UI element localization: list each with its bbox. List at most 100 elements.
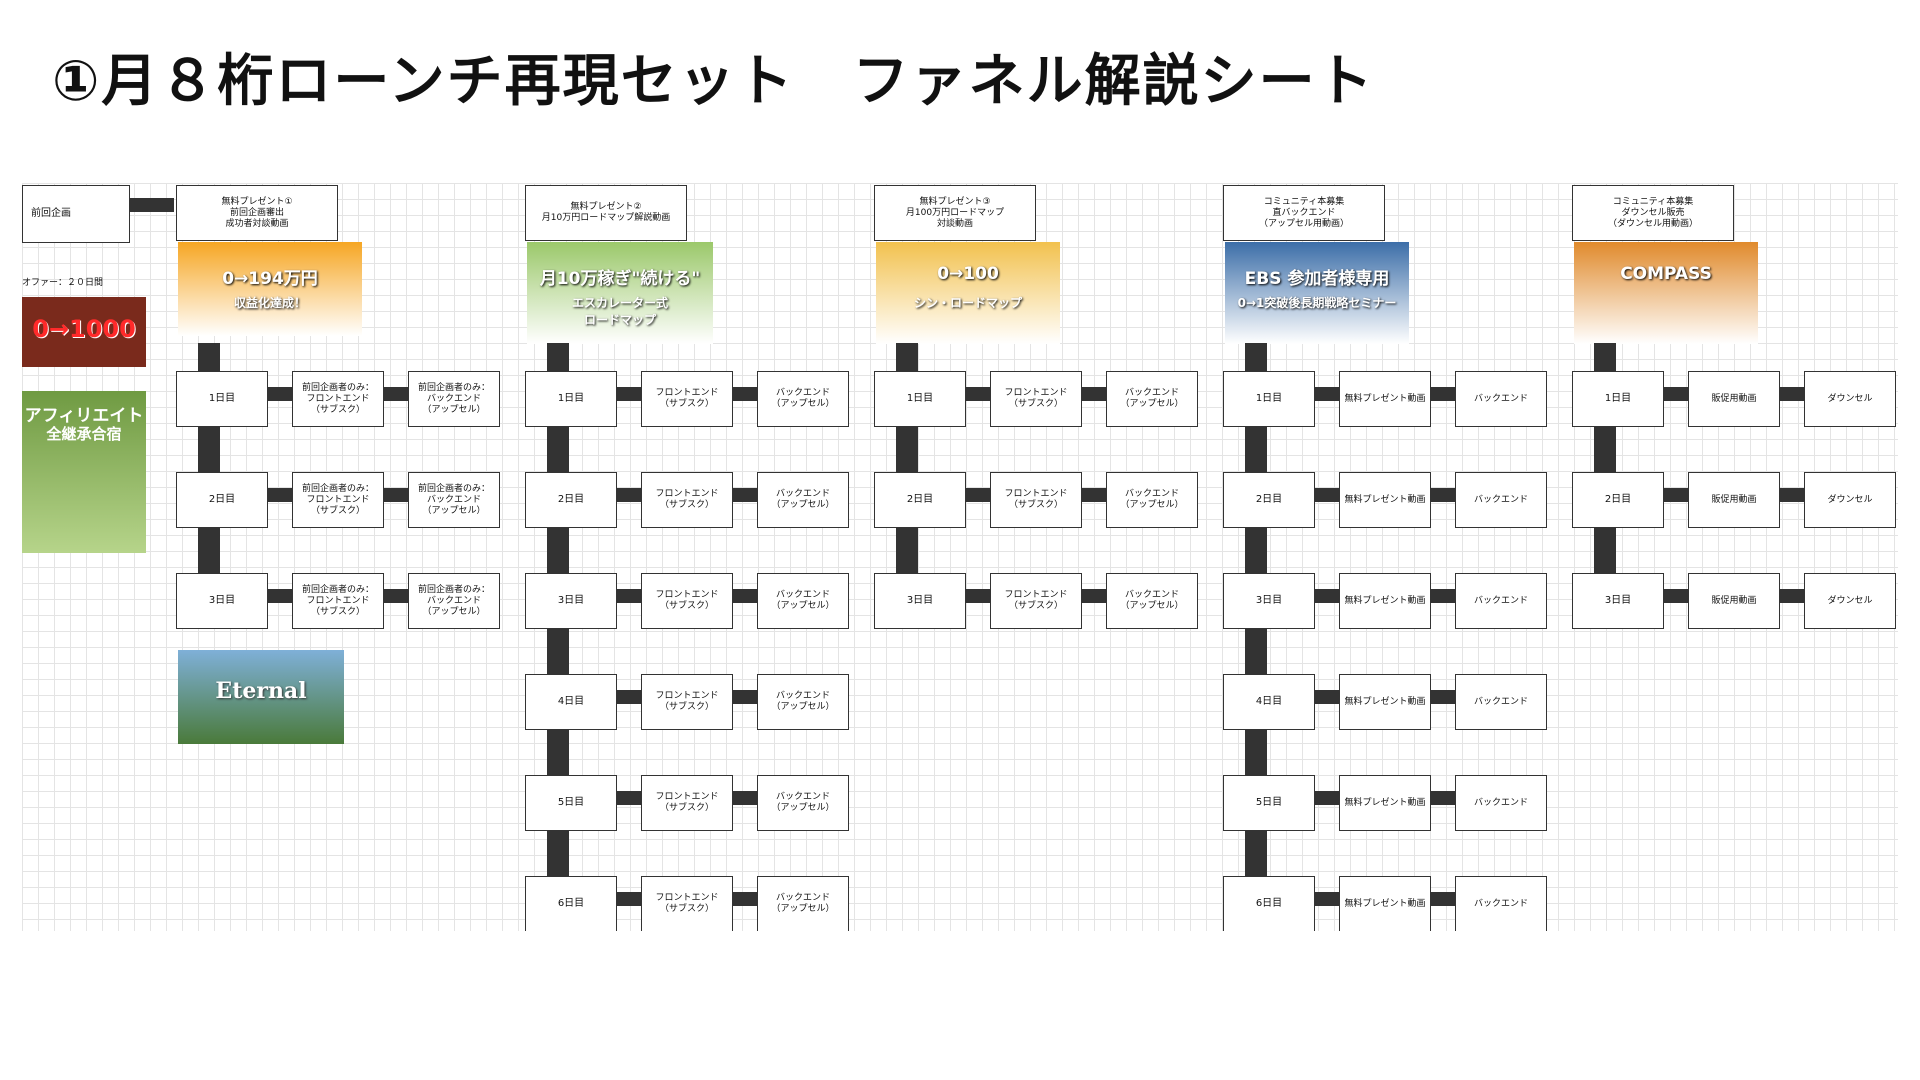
thumbnail-title: 0→194万円 xyxy=(222,269,318,289)
thumbnail-subtitle: シン・ロードマップ xyxy=(913,296,1022,310)
day-box: 3日目 xyxy=(1572,573,1664,629)
front-end-box: フロントエンド （サブスク） xyxy=(641,674,733,730)
back-end-box: バックエンド （アップセル） xyxy=(1106,371,1198,427)
connector-horizontal xyxy=(733,892,757,906)
connector-horizontal xyxy=(617,387,641,401)
day-box: 1日目 xyxy=(176,371,268,427)
connector-horizontal xyxy=(268,589,292,603)
connector-horizontal xyxy=(733,387,757,401)
front-end-box: フロントエンド （サブスク） xyxy=(990,371,1082,427)
thumbnail-subtitle: 全継承合宿 xyxy=(46,425,122,443)
connector-horizontal xyxy=(1315,892,1339,906)
back-end-box: バックエンド xyxy=(1455,775,1547,831)
day-box: 3日目 xyxy=(525,573,617,629)
back-end-box: バックエンド xyxy=(1455,472,1547,528)
back-end-box: バックエンド （アップセル） xyxy=(757,472,849,528)
connector-horizontal xyxy=(1780,387,1804,401)
connector-horizontal xyxy=(1082,387,1106,401)
day-box: 5日目 xyxy=(525,775,617,831)
back-end-box: バックエンド xyxy=(1455,876,1547,931)
connector-horizontal xyxy=(966,387,990,401)
connector-horizontal xyxy=(130,198,174,212)
day-box: 1日目 xyxy=(525,371,617,427)
back-end-box: 前回企画者のみ： バックエンド （アップセル） xyxy=(408,472,500,528)
thumbnail-title: Eternal xyxy=(215,678,307,704)
connector-horizontal xyxy=(1780,488,1804,502)
back-end-box: バックエンド xyxy=(1455,371,1547,427)
connector-horizontal xyxy=(268,387,292,401)
thumbnail-subtitle: 0→1突破後長期戦略セミナー xyxy=(1237,296,1397,310)
back-end-box: ダウンセル xyxy=(1804,573,1896,629)
back-end-box: バックエンド xyxy=(1455,573,1547,629)
day-box: 6日目 xyxy=(1223,876,1315,931)
day-box: 2日目 xyxy=(1223,472,1315,528)
back-end-box: バックエンド （アップセル） xyxy=(1106,573,1198,629)
thumbnail-title: 月10万稼ぎ"続ける" xyxy=(539,269,701,289)
extra-thumbnail: Eternal xyxy=(178,650,344,744)
connector-horizontal xyxy=(384,387,408,401)
connector-horizontal xyxy=(617,488,641,502)
back-end-box: バックエンド （アップセル） xyxy=(757,775,849,831)
front-end-box: 無料プレゼント動画 xyxy=(1339,876,1431,931)
connector-horizontal xyxy=(617,791,641,805)
day-box: 2日目 xyxy=(874,472,966,528)
day-box: 6日目 xyxy=(525,876,617,931)
connector-horizontal xyxy=(1315,690,1339,704)
previous-thumbnail-1: 0→1000 xyxy=(22,297,146,367)
connector-horizontal xyxy=(617,690,641,704)
front-end-box: 販促用動画 xyxy=(1688,472,1780,528)
connector-horizontal xyxy=(733,589,757,603)
connector-horizontal xyxy=(733,488,757,502)
connector-horizontal xyxy=(1664,589,1688,603)
back-end-box: 前回企画者のみ： バックエンド （アップセル） xyxy=(408,573,500,629)
column-thumbnail: 月10万稼ぎ"続ける"エスカレーター式 ロードマップ xyxy=(527,242,713,344)
day-box: 3日目 xyxy=(1223,573,1315,629)
connector-horizontal xyxy=(1664,387,1688,401)
connector-horizontal xyxy=(1431,892,1455,906)
front-end-box: フロントエンド （サブスク） xyxy=(990,573,1082,629)
page-title: ①月８桁ローンチ再現セット ファネル解説シート xyxy=(52,49,1375,114)
column-header-box: コミュニティ本募集 直バックエンド （アップセル用動画） xyxy=(1223,185,1385,241)
front-end-box: フロントエンド （サブスク） xyxy=(641,775,733,831)
column-header-box: コミュニティ本募集 ダウンセル販売 （ダウンセル用動画） xyxy=(1572,185,1734,241)
front-end-box: 無料プレゼント動画 xyxy=(1339,472,1431,528)
thumbnail-title: 0→1000 xyxy=(32,315,136,343)
connector-horizontal xyxy=(733,690,757,704)
connector-horizontal xyxy=(384,488,408,502)
day-box: 1日目 xyxy=(1572,371,1664,427)
back-end-box: バックエンド （アップセル） xyxy=(1106,472,1198,528)
connector-horizontal xyxy=(966,488,990,502)
connector-horizontal xyxy=(1315,387,1339,401)
column-header-box: 無料プレゼント③ 月100万円ロードマップ 対談動画 xyxy=(874,185,1036,241)
day-box: 3日目 xyxy=(874,573,966,629)
day-box: 2日目 xyxy=(525,472,617,528)
back-end-box: 前回企画者のみ： バックエンド （アップセル） xyxy=(408,371,500,427)
day-box: 2日目 xyxy=(1572,472,1664,528)
back-end-box: バックエンド （アップセル） xyxy=(757,371,849,427)
connector-horizontal xyxy=(268,488,292,502)
previous-campaign-box: 前回企画 xyxy=(22,185,130,243)
day-box: 4日目 xyxy=(525,674,617,730)
day-box: 3日目 xyxy=(176,573,268,629)
front-end-box: 無料プレゼント動画 xyxy=(1339,573,1431,629)
front-end-box: 無料プレゼント動画 xyxy=(1339,371,1431,427)
back-end-box: バックエンド xyxy=(1455,674,1547,730)
connector-horizontal xyxy=(1082,589,1106,603)
connector-horizontal xyxy=(966,589,990,603)
connector-horizontal xyxy=(1780,589,1804,603)
connector-horizontal xyxy=(1315,488,1339,502)
front-end-box: 無料プレゼント動画 xyxy=(1339,674,1431,730)
front-end-box: 販促用動画 xyxy=(1688,371,1780,427)
front-end-box: フロントエンド （サブスク） xyxy=(641,472,733,528)
connector-horizontal xyxy=(617,589,641,603)
connector-horizontal xyxy=(1315,791,1339,805)
front-end-box: 無料プレゼント動画 xyxy=(1339,775,1431,831)
thumbnail-title: アフィリエイト xyxy=(24,406,144,426)
front-end-box: フロントエンド （サブスク） xyxy=(641,371,733,427)
front-end-box: フロントエンド （サブスク） xyxy=(990,472,1082,528)
connector-horizontal xyxy=(733,791,757,805)
thumbnail-subtitle: 収益化達成！ xyxy=(233,296,306,310)
connector-horizontal xyxy=(1431,690,1455,704)
